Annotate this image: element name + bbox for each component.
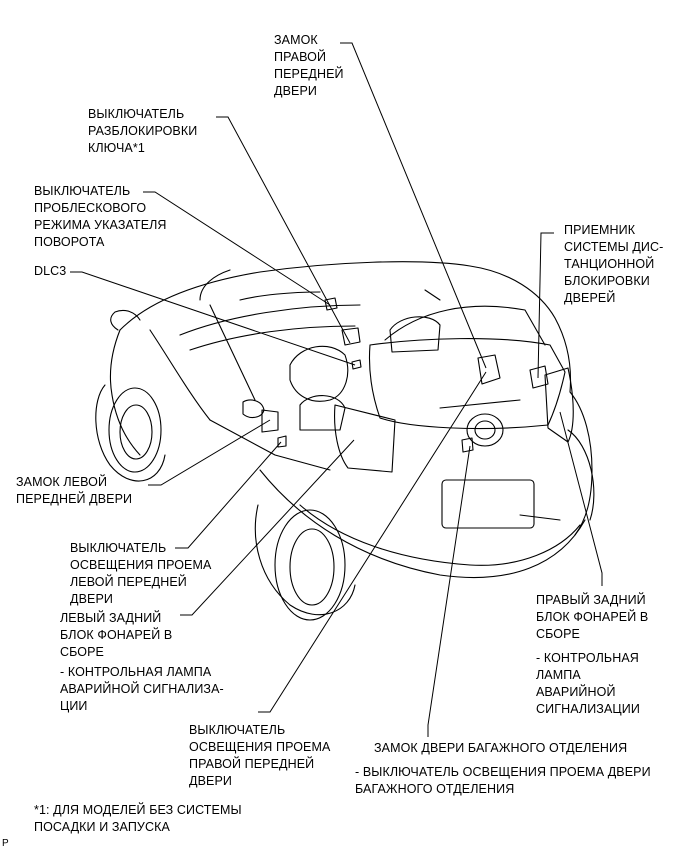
label-door-control-receiver: ПРИЕМНИК СИСТЕМЫ ДИС- ТАНЦИОННОЙ БЛОКИРО…: [564, 223, 664, 305]
label-back-door-courtesy-switch: - ВЫКЛЮЧАТЕЛЬ ОСВЕЩЕНИЯ ПРОЕМА ДВЕРИ БАГ…: [355, 765, 651, 796]
label-dlc3: DLC3: [34, 264, 67, 278]
label-left-rear-combination-light: ЛЕВЫЙ ЗАДНИЙ БЛОК ФОНАРЕЙ В СБОРЕ: [60, 611, 173, 659]
car-body-outline: [95, 261, 595, 621]
label-right-front-courtesy-switch: ВЫКЛЮЧАТЕЛЬ ОСВЕЩЕНИЯ ПРОЕМА ПРАВОЙ ПЕРЕ…: [189, 723, 331, 788]
label-hazard-warning-switch: ВЫКЛЮЧАТЕЛЬ ПРОБЛЕСКОВОГО РЕЖИМА УКАЗАТЕ…: [34, 184, 167, 249]
label-left-hazard-warning-light: - КОНТРОЛЬНАЯ ЛАМПА АВАРИЙНОЙ СИГНАЛИЗА-…: [60, 665, 224, 713]
label-right-rear-combination-light: ПРАВЫЙ ЗАДНИЙ БЛОК ФОНАРЕЙ В СБОРЕ: [536, 593, 649, 641]
label-back-door-lock: ЗАМОК ДВЕРИ БАГАЖНОГО ОТДЕЛЕНИЯ: [374, 741, 628, 755]
label-right-hazard-warning-light: - КОНТРОЛЬНАЯ ЛАМПА АВАРИЙНОЙ СИГНАЛИЗАЦ…: [536, 651, 640, 716]
label-right-front-door-lock: ЗАМОК ПРАВОЙ ПЕРЕДНЕЙ ДВЕРИ: [274, 33, 344, 98]
label-key-unlock-switch: ВЫКЛЮЧАТЕЛЬ РАЗБЛОКИРОВКИ КЛЮЧА*1: [88, 107, 198, 155]
label-left-front-courtesy-switch: ВЫКЛЮЧАТЕЛЬ ОСВЕЩЕНИЯ ПРОЕМА ЛЕВОЙ ПЕРЕД…: [70, 541, 212, 606]
corner-mark: P: [2, 838, 9, 849]
label-left-front-door-lock: ЗАМОК ЛЕВОЙ ПЕРЕДНЕЙ ДВЕРИ: [16, 475, 133, 506]
footnote: *1: ДЛЯ МОДЕЛЕЙ БЕЗ СИСТЕМЫ ПОСАДКИ И ЗА…: [34, 803, 242, 834]
leader-lines: [70, 42, 603, 737]
